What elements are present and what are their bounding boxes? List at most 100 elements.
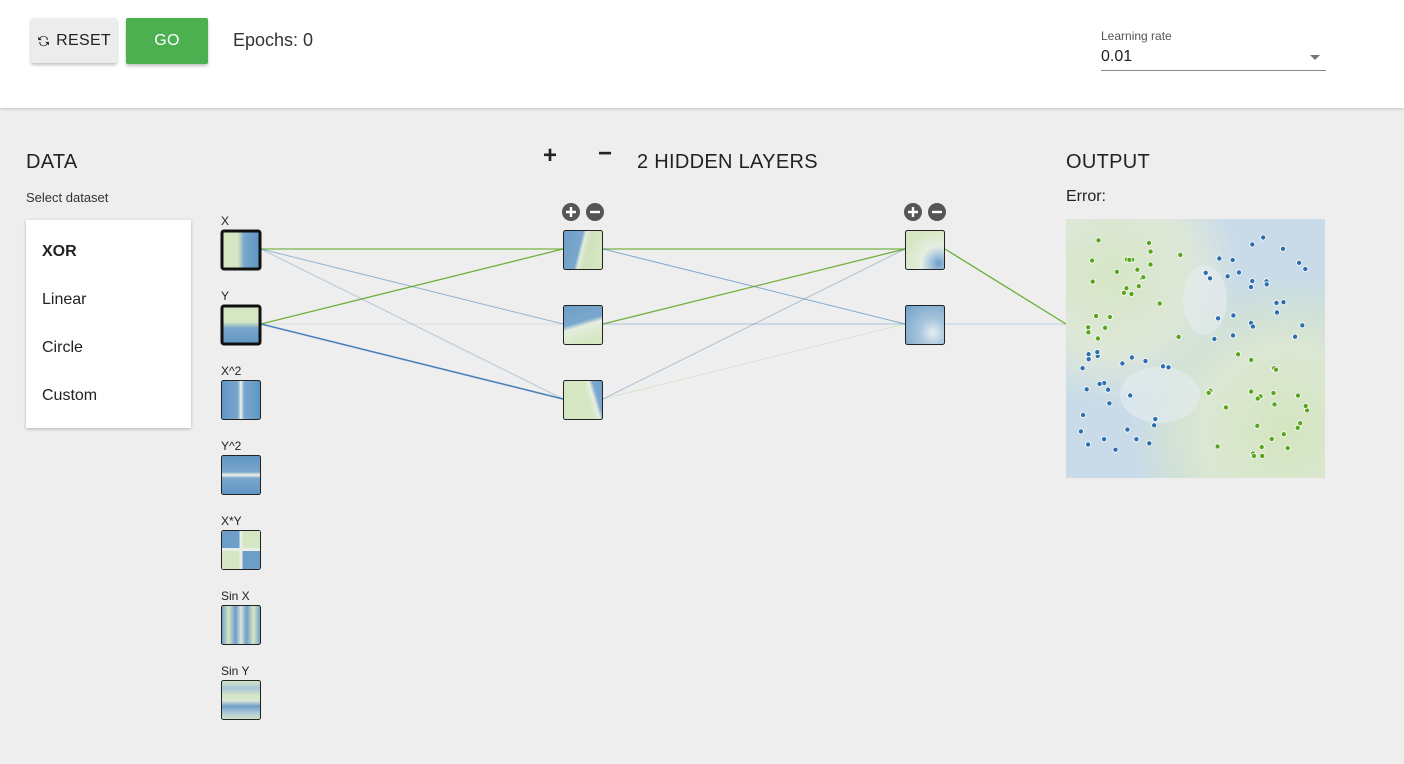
feature-node-y[interactable] — [220, 304, 262, 346]
data-point — [1085, 441, 1092, 448]
feature-label-0: X — [221, 214, 230, 228]
dataset-item-linear[interactable]: Linear — [42, 291, 87, 308]
data-point — [1085, 324, 1092, 331]
feature-node-x[interactable] — [220, 229, 262, 271]
data-point — [1302, 402, 1309, 409]
data-point — [1151, 422, 1158, 429]
data-point — [1077, 428, 1084, 435]
data-point — [1113, 268, 1120, 275]
data-point — [1223, 404, 1230, 411]
feature-node-x-squared[interactable] — [221, 380, 261, 420]
add-layer-button[interactable]: + — [543, 142, 558, 169]
data-point — [1254, 422, 1261, 429]
data-point — [1214, 443, 1221, 450]
reset-button-label: RESET — [56, 31, 111, 49]
data-point — [1248, 356, 1255, 363]
data-point — [1268, 436, 1275, 443]
hidden-neuron-1-3[interactable] — [563, 380, 603, 420]
data-point — [1127, 392, 1134, 399]
link-y-h1-1 — [260, 248, 564, 325]
data-point — [1128, 354, 1135, 361]
feature-label-5: Sin X — [221, 589, 250, 603]
data-point — [1096, 380, 1103, 387]
data-point — [1175, 333, 1182, 340]
link-x-h1-3 — [260, 248, 564, 400]
link-y-h1-3 — [260, 323, 564, 400]
data-point — [1207, 275, 1214, 282]
link-h2-1-output — [944, 248, 1067, 325]
data-point — [1134, 266, 1141, 273]
data-point — [1235, 351, 1242, 358]
data-point — [1094, 349, 1101, 356]
dataset-item-xor[interactable]: XOR — [42, 243, 77, 260]
data-point — [1205, 389, 1212, 396]
dataset-item-custom[interactable]: Custom — [42, 387, 98, 404]
data-point — [1121, 289, 1128, 296]
data-point — [1211, 335, 1218, 342]
data-point — [1258, 444, 1265, 451]
data-point — [1263, 281, 1270, 288]
link-h1-2-h2-1 — [602, 248, 906, 325]
data-point — [1101, 436, 1108, 443]
chevron-down-icon — [1310, 55, 1320, 60]
data-point — [1273, 299, 1280, 306]
data-point — [1105, 386, 1112, 393]
data-point — [1224, 273, 1231, 280]
refresh-icon — [38, 35, 49, 46]
data-point — [1089, 257, 1096, 264]
data-point — [1284, 445, 1291, 452]
data-point — [1112, 446, 1119, 453]
data-point — [1248, 284, 1255, 291]
data-point — [1230, 312, 1237, 319]
data-section-title: DATA — [26, 151, 78, 173]
data-point — [1083, 386, 1090, 393]
data-point — [1280, 245, 1287, 252]
hidden-neuron-2-2[interactable] — [905, 305, 945, 345]
data-point — [1254, 395, 1261, 402]
error-label: Error: — [1066, 188, 1106, 205]
data-point — [1215, 315, 1222, 322]
plus-icon — [908, 207, 918, 217]
dataset-item-circle[interactable]: Circle — [42, 339, 83, 356]
go-button[interactable]: GO — [126, 18, 208, 64]
hidden-neuron-1-2[interactable] — [563, 305, 603, 345]
data-point — [1236, 269, 1243, 276]
add-neuron-layer-2-button[interactable] — [904, 203, 922, 221]
data-point — [1123, 285, 1130, 292]
hidden-neuron-2-1[interactable] — [905, 230, 945, 270]
data-point — [1249, 323, 1256, 330]
remove-neuron-layer-1-button[interactable] — [586, 203, 604, 221]
feature-label-6: Sin Y — [221, 664, 250, 678]
hidden-neuron-1-1[interactable] — [563, 230, 603, 270]
data-point — [1271, 401, 1278, 408]
data-point — [1165, 364, 1172, 371]
remove-neuron-layer-2-button[interactable] — [928, 203, 946, 221]
feature-node-sin-y[interactable] — [221, 680, 261, 720]
add-neuron-layer-1-button[interactable] — [562, 203, 580, 221]
data-point — [1156, 300, 1163, 307]
data-point — [1106, 313, 1113, 320]
remove-layer-button[interactable]: − — [598, 140, 613, 167]
data-point — [1135, 283, 1142, 290]
data-point — [1079, 365, 1086, 372]
data-point — [1128, 290, 1135, 297]
feature-node-y-squared[interactable] — [221, 455, 261, 495]
hidden-layers-title: 2 HIDDEN LAYERS — [637, 151, 818, 173]
learning-rate-select[interactable]: 0.01 — [1101, 46, 1326, 71]
data-point — [1202, 269, 1209, 276]
feature-label-4: X*Y — [221, 514, 242, 528]
data-point — [1302, 266, 1309, 273]
learning-rate-value: 0.01 — [1101, 48, 1133, 65]
data-point — [1095, 237, 1102, 244]
data-point — [1089, 278, 1096, 285]
data-point — [1160, 363, 1167, 370]
data-point — [1126, 256, 1133, 263]
data-point — [1230, 332, 1237, 339]
data-point — [1106, 400, 1113, 407]
feature-label-1: Y — [221, 289, 230, 303]
feature-node-x-times-y[interactable] — [221, 530, 261, 570]
reset-button[interactable]: RESET — [31, 18, 117, 63]
feature-node-sin-x[interactable] — [221, 605, 261, 645]
link-h1-3-h2-1 — [602, 248, 906, 400]
